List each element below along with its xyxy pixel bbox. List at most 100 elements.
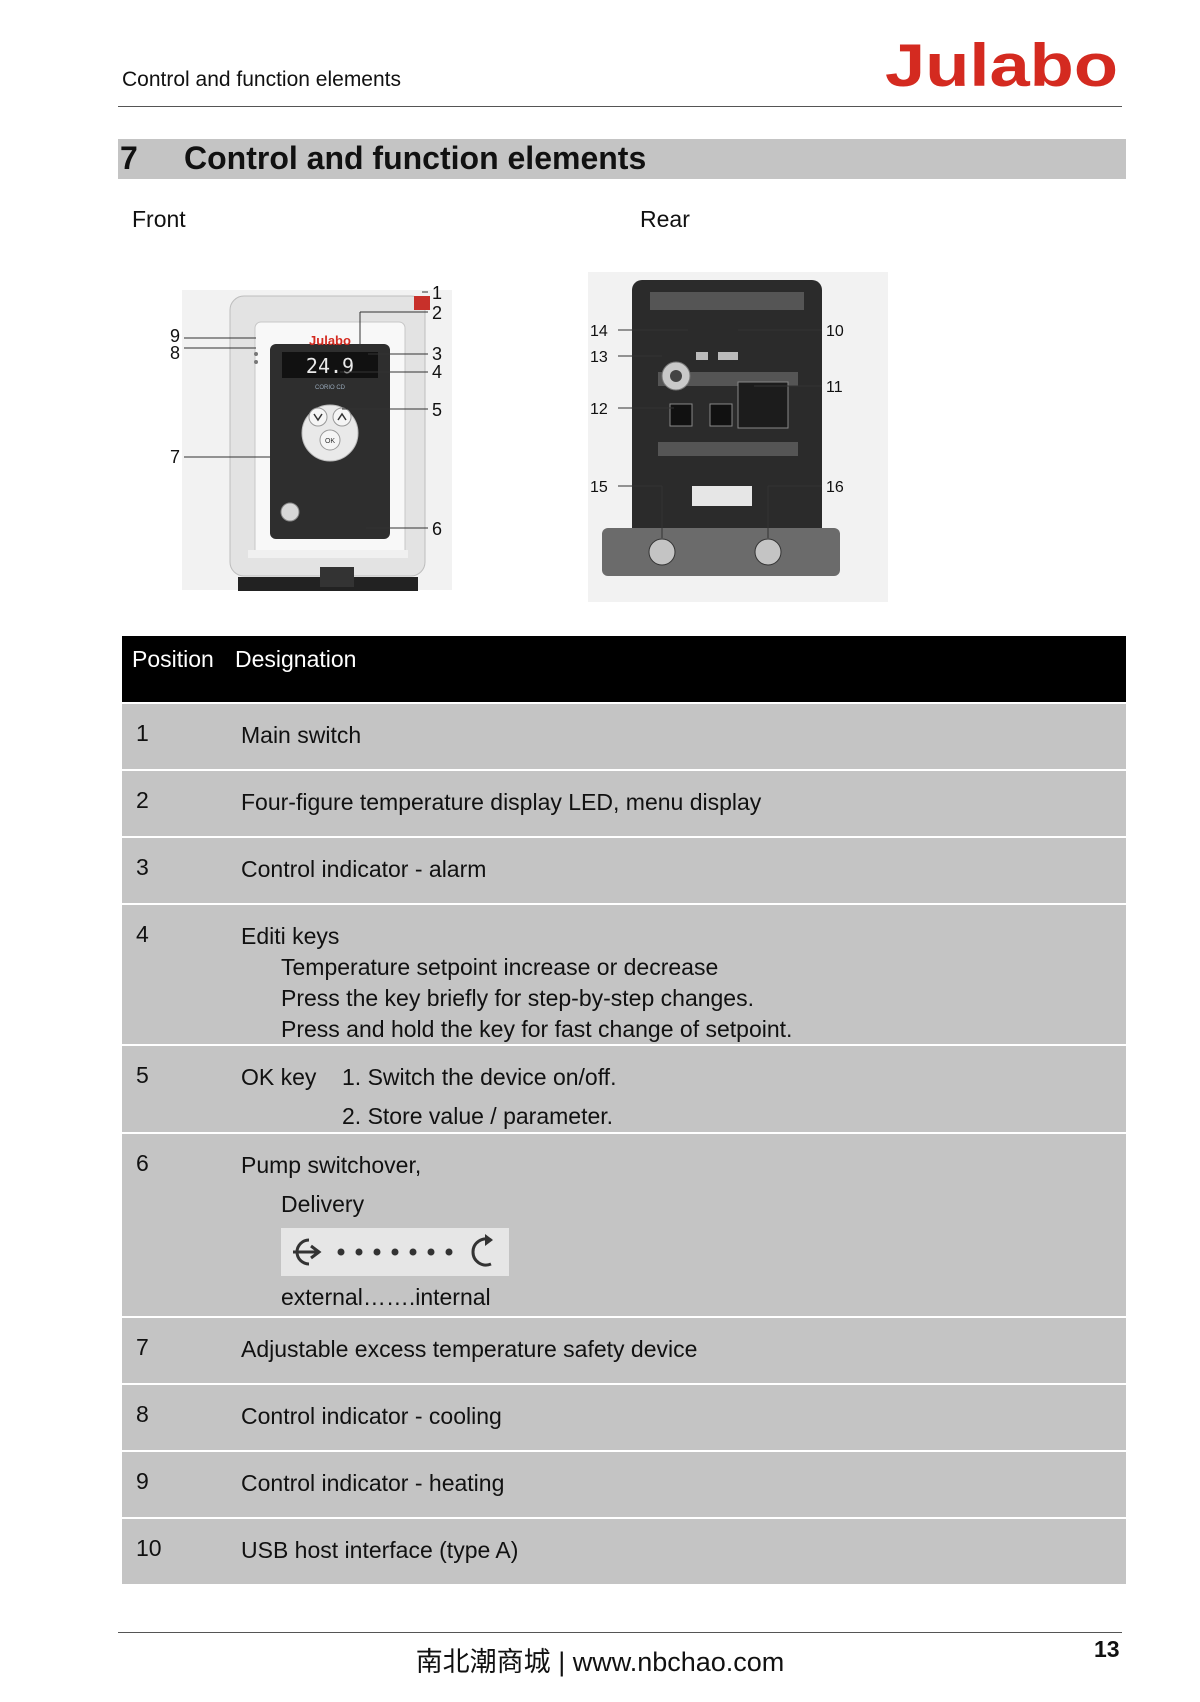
usb-port-host	[718, 352, 738, 360]
table-row: 5 OK key 1. Switch the device on/off. 2.…	[122, 1044, 1126, 1132]
section-heading-bar	[118, 139, 1126, 179]
cooling-indicator	[254, 360, 258, 364]
callout-4: 4	[432, 362, 442, 382]
section-title: Control and function elements	[184, 140, 647, 176]
ok-key-block: OK key 1. Switch the device on/off. 2. S…	[241, 1062, 1116, 1138]
rear-connector-13-center	[670, 370, 682, 382]
safety-dial	[280, 502, 300, 522]
row-designation: Editi keys Temperature setpoint increase…	[241, 921, 1116, 1045]
row-designation: USB host interface (type A)	[241, 1537, 519, 1563]
callout-15: 15	[590, 479, 608, 496]
main-switch-part	[414, 296, 430, 310]
rear-port-b	[709, 403, 733, 427]
callout-1: 1	[432, 283, 442, 303]
row-position: 7	[136, 1334, 149, 1360]
header-designation: Designation	[235, 646, 357, 672]
row-designation: Control indicator - heating	[241, 1470, 505, 1496]
table-row: 6 Pump switchover, Delivery external…….i…	[122, 1132, 1126, 1316]
temperature-display	[282, 352, 378, 378]
row-position: 1	[136, 720, 149, 746]
table-row: 2 Four-figure temperature display LED, m…	[122, 769, 1126, 836]
rear-vents	[650, 292, 804, 456]
table-row: 9 Control indicator - heating	[122, 1450, 1126, 1517]
callout-7: 7	[170, 447, 180, 467]
row-designation: Main switch	[241, 722, 362, 748]
table-row: 7 Adjustable excess temperature safety d…	[122, 1316, 1126, 1383]
callout-12: 12	[590, 401, 608, 418]
row-position: 6	[136, 1150, 149, 1176]
row-designation: Control indicator - cooling	[241, 1403, 502, 1429]
table-row: 3 Control indicator - alarm	[122, 836, 1126, 903]
ok-key	[319, 429, 341, 451]
callout-2: 2	[432, 303, 442, 323]
down-key-icon	[313, 413, 323, 422]
rear-callout-lines	[618, 329, 822, 538]
row-position: 5	[136, 1062, 149, 1088]
row-detail-line: external…….internal	[281, 1284, 491, 1310]
callout-13: 13	[590, 349, 608, 366]
designation-table: Position Designation 1 Main switch 2 Fou…	[122, 636, 1126, 1584]
julabo-logo: Julabo	[885, 36, 1118, 92]
section-number: 7	[120, 140, 138, 176]
callout-6: 6	[432, 519, 442, 539]
model-text: CORIO CD	[315, 385, 346, 391]
row-position: 3	[136, 854, 149, 880]
row-designation: Pump switchover, Delivery external…….int…	[241, 1150, 1116, 1313]
front-logo-text: Julabo	[309, 333, 351, 348]
pump-outlet-15	[648, 538, 676, 566]
row-detail-line: Delivery	[281, 1191, 365, 1217]
ok-key-step: 1. Switch the device on/off.	[342, 1064, 617, 1090]
row-detail-line: Press and hold the key for fast change o…	[281, 1016, 793, 1042]
row-designation-title: Pump switchover,	[241, 1152, 422, 1178]
callout-lines	[184, 291, 428, 529]
up-key-icon	[337, 412, 347, 421]
row-designation: Adjustable excess temperature safety dev…	[241, 1336, 698, 1362]
ok-key-step: 2. Store value / parameter.	[342, 1103, 614, 1129]
display-value: 24.9	[306, 354, 354, 378]
callout-3: 3	[432, 344, 442, 364]
table-row: 4 Editi keys Temperature setpoint increa…	[122, 903, 1126, 1044]
pump-delivery-icon	[281, 1228, 509, 1276]
table-row: 1 Main switch	[122, 702, 1126, 769]
row-detail-line: Press the key briefly for step-by-step c…	[281, 985, 754, 1011]
rear-interface-11	[737, 381, 789, 429]
footer-rule	[118, 1632, 1122, 1633]
table-header: Position Designation	[122, 636, 1126, 702]
down-key	[308, 407, 328, 427]
ok-key-label: OK	[325, 438, 335, 445]
rear-label-plate	[692, 486, 752, 506]
pump-knob	[320, 567, 354, 587]
ok-key-label: OK key	[241, 1064, 317, 1090]
row-position: 8	[136, 1401, 149, 1427]
callout-8: 8	[170, 343, 180, 363]
row-position: 4	[136, 921, 149, 947]
callout-11: 11	[826, 379, 843, 396]
table-row: 10 USB host interface (type A)	[122, 1517, 1126, 1584]
row-designation: OK key 1. Switch the device on/off. 2. S…	[241, 1062, 1116, 1138]
row-detail-line: Temperature setpoint increase or decreas…	[281, 954, 719, 980]
front-label: Front	[132, 206, 186, 232]
row-position: 2	[136, 787, 149, 813]
table-row: 8 Control indicator - cooling	[122, 1383, 1126, 1450]
usb-port-device	[696, 352, 708, 360]
rear-label: Rear	[640, 206, 690, 232]
callout-14: 14	[590, 323, 608, 340]
up-key	[332, 407, 352, 427]
pump-scale-strip	[248, 550, 408, 558]
pump-connection-plate	[602, 528, 840, 576]
running-header: Control and function elements	[122, 68, 401, 91]
row-designation: Four-figure temperature display LED, men…	[241, 789, 762, 815]
footer-source: 南北潮商城 | www.nbchao.com	[415, 1647, 785, 1677]
front-device-figure: Julabo 24.9 CORIO CD OK 1 2 3 4 5 6 9 8 …	[170, 283, 452, 591]
callout-16: 16	[826, 479, 844, 496]
row-designation-title: Editi keys	[241, 923, 340, 949]
callout-10: 10	[826, 323, 844, 340]
rear-device-figure: 14 13 12 15 10 11 16	[588, 272, 888, 602]
callout-9: 9	[170, 326, 180, 346]
callout-5: 5	[432, 400, 442, 420]
row-designation: Control indicator - alarm	[241, 856, 487, 882]
header-position: Position	[132, 646, 214, 672]
row-position: 10	[136, 1535, 162, 1561]
rear-port-12	[669, 403, 693, 427]
pump-inlet-16	[754, 538, 782, 566]
